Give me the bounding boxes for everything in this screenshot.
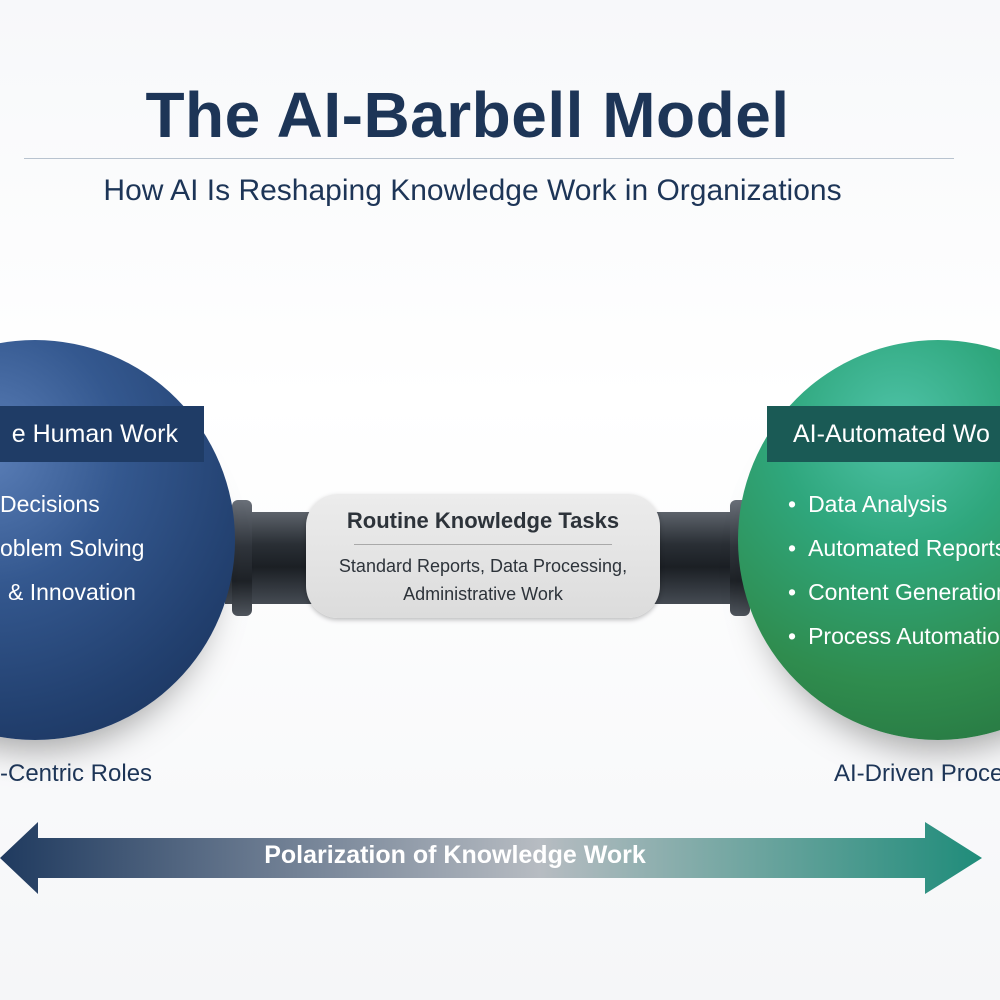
right-plate-item-label: Automated Reports — [808, 535, 1000, 561]
page-title: The AI-Barbell Model — [145, 79, 790, 151]
bullet-icon: • — [788, 623, 797, 649]
bullet-icon: • — [788, 579, 797, 605]
left-plate-item: Decisions — [0, 491, 100, 517]
left-role-label: -Centric Roles — [0, 760, 153, 787]
bullet-icon: • — [788, 491, 797, 517]
left-plate-banner-label: e Human Work — [11, 420, 178, 448]
right-role-label: AI-Driven Proce — [834, 760, 1000, 787]
routine-tasks-line: Administrative Work — [403, 584, 563, 604]
title-divider — [24, 158, 954, 159]
bullet-icon: • — [788, 535, 797, 561]
routine-tasks-divider — [354, 544, 612, 545]
routine-tasks-line: Standard Reports, Data Processing, — [338, 556, 628, 576]
right-plate-item-label: Data Analysis — [808, 491, 948, 517]
routine-tasks-description: Standard Reports, Data Processing, Admin… — [306, 552, 660, 608]
polarization-label: Polarization of Knowledge Work — [264, 841, 646, 869]
page-subtitle: How AI Is Reshaping Knowledge Work in Or… — [103, 174, 842, 207]
right-plate-item: • Data Analysis — [788, 491, 947, 518]
polarization-arrow — [0, 822, 982, 894]
routine-tasks-title: Routine Knowledge Tasks — [346, 508, 620, 533]
left-collar — [232, 500, 252, 616]
left-plate-item: oblem Solving — [0, 535, 145, 561]
routine-tasks-box: Routine Knowledge Tasks Standard Reports… — [306, 494, 660, 618]
right-plate-item-label: Process Automation — [808, 623, 1000, 649]
polarization-arrow-shape — [0, 822, 982, 894]
left-plate-item: & Innovation — [8, 579, 136, 605]
right-plate-item-label: Content Generation — [808, 579, 1000, 605]
right-plate-item: • Process Automation — [788, 623, 1000, 650]
left-plate-banner: e Human Work — [0, 406, 204, 462]
right-plate-banner: AI-Automated Wo — [767, 406, 1000, 462]
right-plate-item: • Automated Reports — [788, 535, 1000, 562]
right-plate-item: • Content Generation — [788, 579, 1000, 606]
